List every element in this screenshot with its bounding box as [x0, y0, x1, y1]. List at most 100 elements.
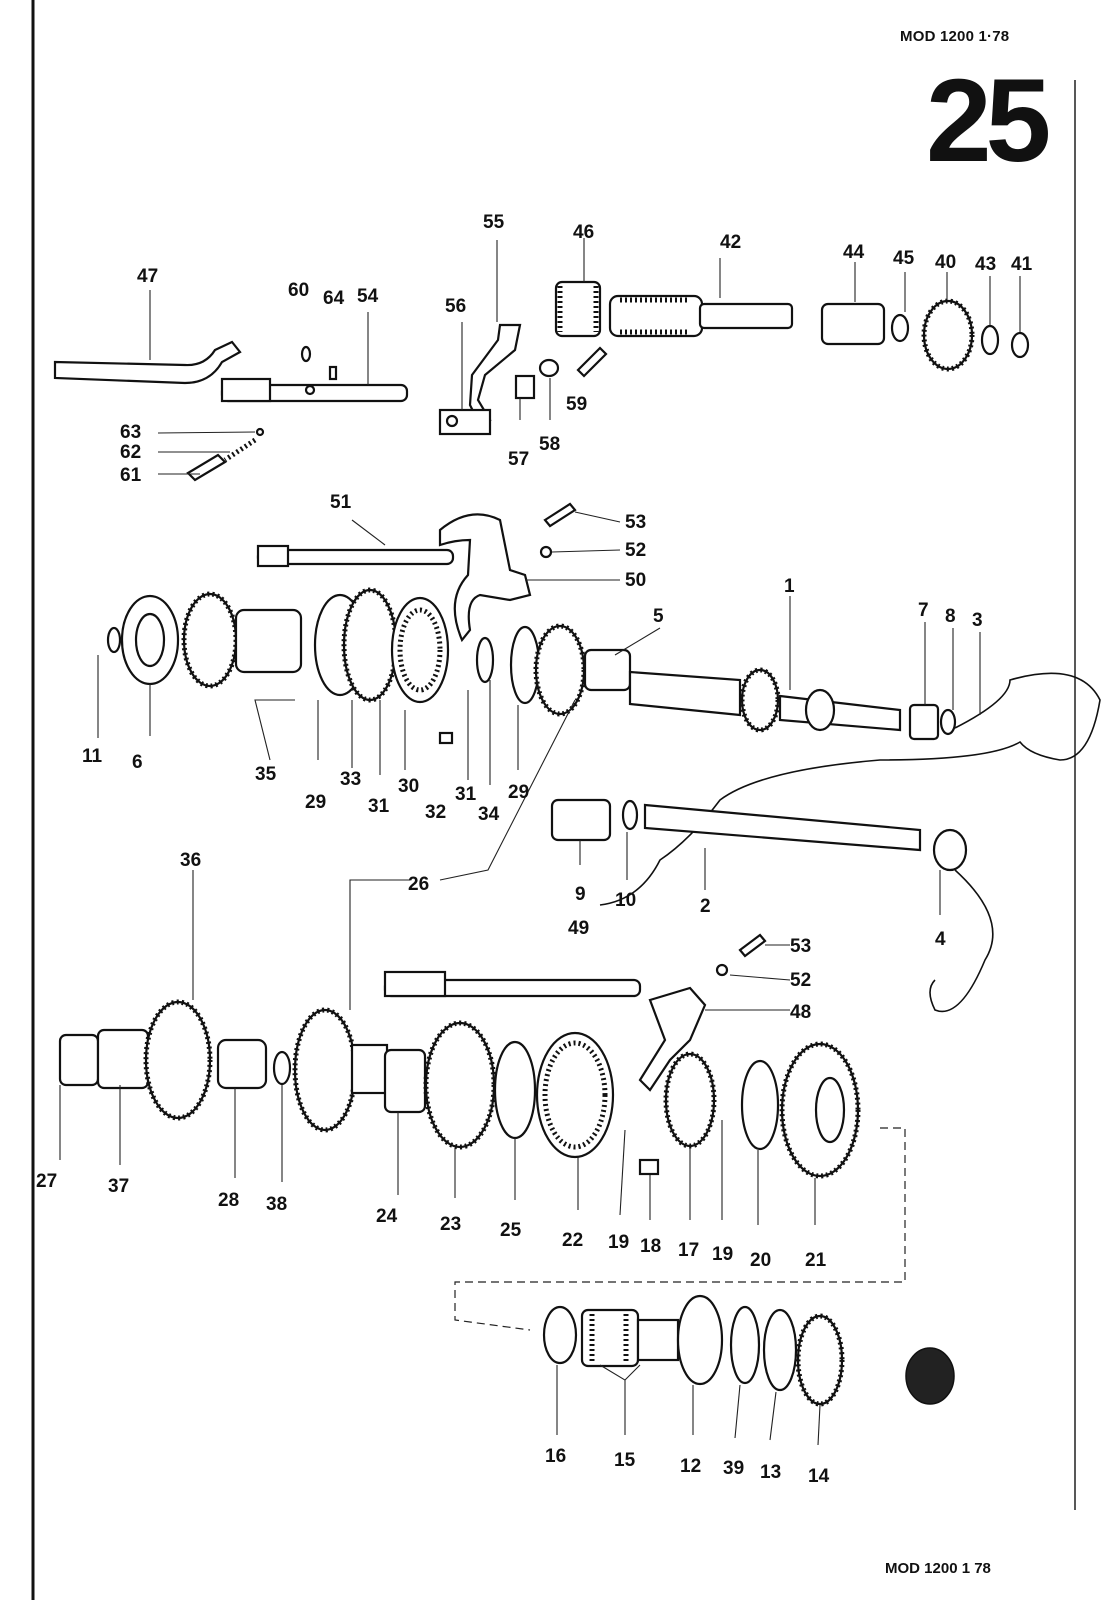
callout-23: 23	[440, 1214, 461, 1235]
selector-rod-54	[220, 377, 409, 403]
synchro-ring-20	[740, 1059, 780, 1151]
callout-42: 42	[720, 232, 741, 253]
bolt-59	[576, 346, 608, 378]
shift-fork-50	[438, 513, 532, 643]
ring-13	[762, 1308, 798, 1392]
synchro-33-30	[313, 587, 450, 704]
gear-36	[181, 591, 239, 689]
callout-17: 17	[678, 1240, 699, 1261]
callout-44: 44	[843, 242, 865, 263]
callout-8: 8	[945, 606, 956, 627]
gear-23	[423, 1020, 497, 1150]
callout-52-lower: 52	[790, 970, 811, 991]
bearing-4	[932, 828, 968, 872]
callout-32: 32	[425, 802, 446, 823]
bolt-53-lower	[738, 933, 767, 958]
clip-52-lower	[715, 963, 729, 977]
callout-26: 26	[408, 874, 429, 895]
callout-20: 20	[750, 1250, 771, 1271]
main-shaft-1	[628, 667, 902, 733]
callout-38: 38	[266, 1194, 287, 1215]
spacer-28	[216, 1038, 268, 1090]
gear-26	[292, 1007, 389, 1133]
callout-29: 29	[305, 792, 326, 813]
callout-37: 37	[108, 1176, 129, 1197]
callout-56: 56	[445, 296, 466, 317]
callout-53-lower: 53	[790, 936, 811, 957]
callout-labels: 47 60 64 54 56 55 46 42 44 45 40 43 41 5…	[36, 212, 1033, 1487]
callout-21: 21	[805, 1250, 827, 1271]
callout-39: 39	[723, 1458, 744, 1479]
callout-2: 2	[700, 896, 711, 917]
washer-58	[538, 358, 560, 378]
reverse-shaft-42	[608, 294, 794, 338]
selector-rod-48	[383, 970, 642, 998]
callout-57: 57	[508, 449, 529, 470]
model-reference-top: MOD 1200 1·78	[900, 28, 1010, 45]
callout-31: 31	[368, 796, 390, 817]
needle-bearing-15	[580, 1308, 640, 1368]
callout-10: 10	[615, 890, 636, 911]
callout-41: 41	[1011, 254, 1033, 275]
callout-43: 43	[975, 254, 996, 275]
pin-64	[328, 365, 338, 381]
callout-13: 13	[760, 1462, 781, 1483]
reverse-gear-46	[554, 280, 602, 338]
callout-46: 46	[573, 222, 594, 243]
gear-5	[533, 623, 632, 717]
callout-64: 64	[323, 288, 345, 309]
countershaft-2	[643, 803, 922, 852]
callout-27: 27	[36, 1171, 57, 1192]
gear-21	[779, 1041, 861, 1179]
callout-1: 1	[784, 576, 795, 597]
callout-61: 61	[120, 465, 142, 486]
callout-33: 33	[340, 769, 361, 790]
callout-48: 48	[790, 1002, 811, 1023]
selector-rod-47	[53, 340, 242, 385]
callout-47: 47	[137, 266, 158, 287]
callout-12: 12	[680, 1456, 701, 1477]
callout-45: 45	[893, 248, 915, 269]
callout-49: 49	[568, 918, 589, 939]
callout-24: 24	[376, 1206, 398, 1227]
key-32	[438, 731, 454, 745]
synchro-ring-29	[509, 625, 541, 705]
callout-59: 59	[566, 394, 587, 415]
callout-53: 53	[625, 512, 646, 533]
callout-62: 62	[120, 442, 141, 463]
callout-52: 52	[625, 540, 646, 561]
callout-16: 16	[545, 1446, 566, 1467]
needle-bearing-24	[383, 1048, 427, 1114]
callout-34: 34	[478, 804, 500, 825]
reverse-fork-55-56	[438, 323, 522, 436]
bolt-53	[543, 502, 577, 528]
callout-15: 15	[614, 1450, 636, 1471]
callout-11: 11	[82, 746, 103, 767]
callout-51: 51	[330, 492, 352, 513]
callout-35: 35	[255, 764, 277, 785]
speedo-drive-gear	[905, 1347, 955, 1405]
callout-19: 19	[608, 1232, 629, 1253]
callout-50: 50	[625, 570, 646, 591]
callout-4: 4	[935, 929, 946, 950]
callout-14: 14	[808, 1466, 830, 1487]
bearing-44	[820, 302, 886, 346]
ring-8	[939, 708, 957, 736]
callout-7: 7	[918, 600, 929, 621]
bearing-7	[908, 703, 940, 741]
callout-60: 60	[288, 280, 309, 301]
gear-36-lower	[143, 999, 213, 1121]
circlip-41	[1010, 331, 1030, 359]
callout-54: 54	[357, 286, 379, 307]
callout-63: 63	[120, 422, 141, 443]
callout-31b: 31	[455, 784, 477, 805]
block-57	[514, 374, 536, 400]
ring-34	[475, 636, 495, 684]
callout-25: 25	[500, 1220, 522, 1241]
shift-fork-48	[638, 986, 707, 1092]
callout-3: 3	[972, 610, 983, 631]
pin-60	[300, 345, 312, 363]
gear-40	[921, 298, 975, 372]
